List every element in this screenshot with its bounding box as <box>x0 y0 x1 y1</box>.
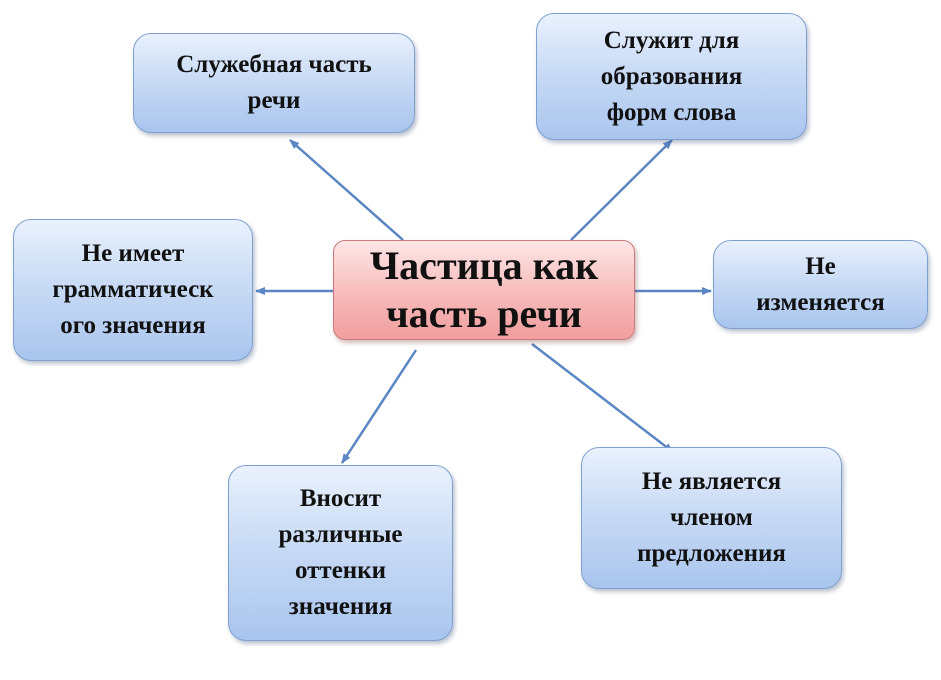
center-node: Частица как часть речи <box>333 240 635 340</box>
node-no-grammatical-meaning: Не имеет грамматическ ого значения <box>13 219 253 361</box>
node-forms-word-forms: Служит для образования форм слова <box>536 13 807 140</box>
arrow-to-bottom-right <box>531 343 674 453</box>
arrow-to-top-right <box>570 139 673 241</box>
node-not-sentence-member: Не является членом предложения <box>581 447 842 589</box>
node-does-not-change: Не изменяется <box>713 240 928 329</box>
arrow-to-top-left <box>289 139 404 241</box>
node-service-part-of-speech: Служебная часть речи <box>133 33 415 133</box>
node-adds-shades-of-meaning: Вносит различные оттенки значения <box>228 465 453 641</box>
arrow-to-bottom-left <box>340 349 418 464</box>
